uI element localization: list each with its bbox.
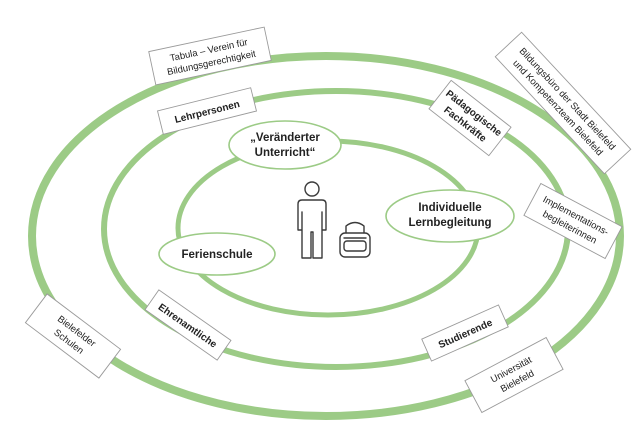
bubble-holiday-school: Ferienschule <box>158 232 276 276</box>
outer-ring <box>28 52 624 420</box>
partner-box-university: Universität Bielefeld <box>464 336 564 414</box>
bubble-label: Individuelle <box>418 202 481 214</box>
bubble-label: Ferienschule <box>182 249 253 261</box>
bubble-label: Lernbegleitung <box>408 217 491 229</box>
bubble-label: „Veränderter <box>250 132 320 144</box>
partner-box-schools: Bielefelder Schulen <box>24 293 122 379</box>
school-bag-icon <box>339 221 371 258</box>
partner-box-implementation: Implementations- begleiterinnen <box>523 182 623 260</box>
actor-box-volunteers: Ehrenamtliche <box>144 289 232 361</box>
partner-box-tabula: Tabula – Verein für Bildungsgerechtigkei… <box>148 26 272 86</box>
person-icon <box>297 181 327 259</box>
actor-box-students: Studierende <box>421 304 509 362</box>
partner-box-bildungsbuero: Bildungsbüro der Stadt Bielefeld und Kom… <box>494 31 632 175</box>
bubble-changed-teaching: „Veränderter Unterricht“ <box>228 120 342 170</box>
bubble-label: Unterricht“ <box>255 147 316 159</box>
actor-box-teachers: Lehrpersonen <box>156 87 258 135</box>
bubble-individual-support: Individuelle Lernbegleitung <box>385 189 515 243</box>
